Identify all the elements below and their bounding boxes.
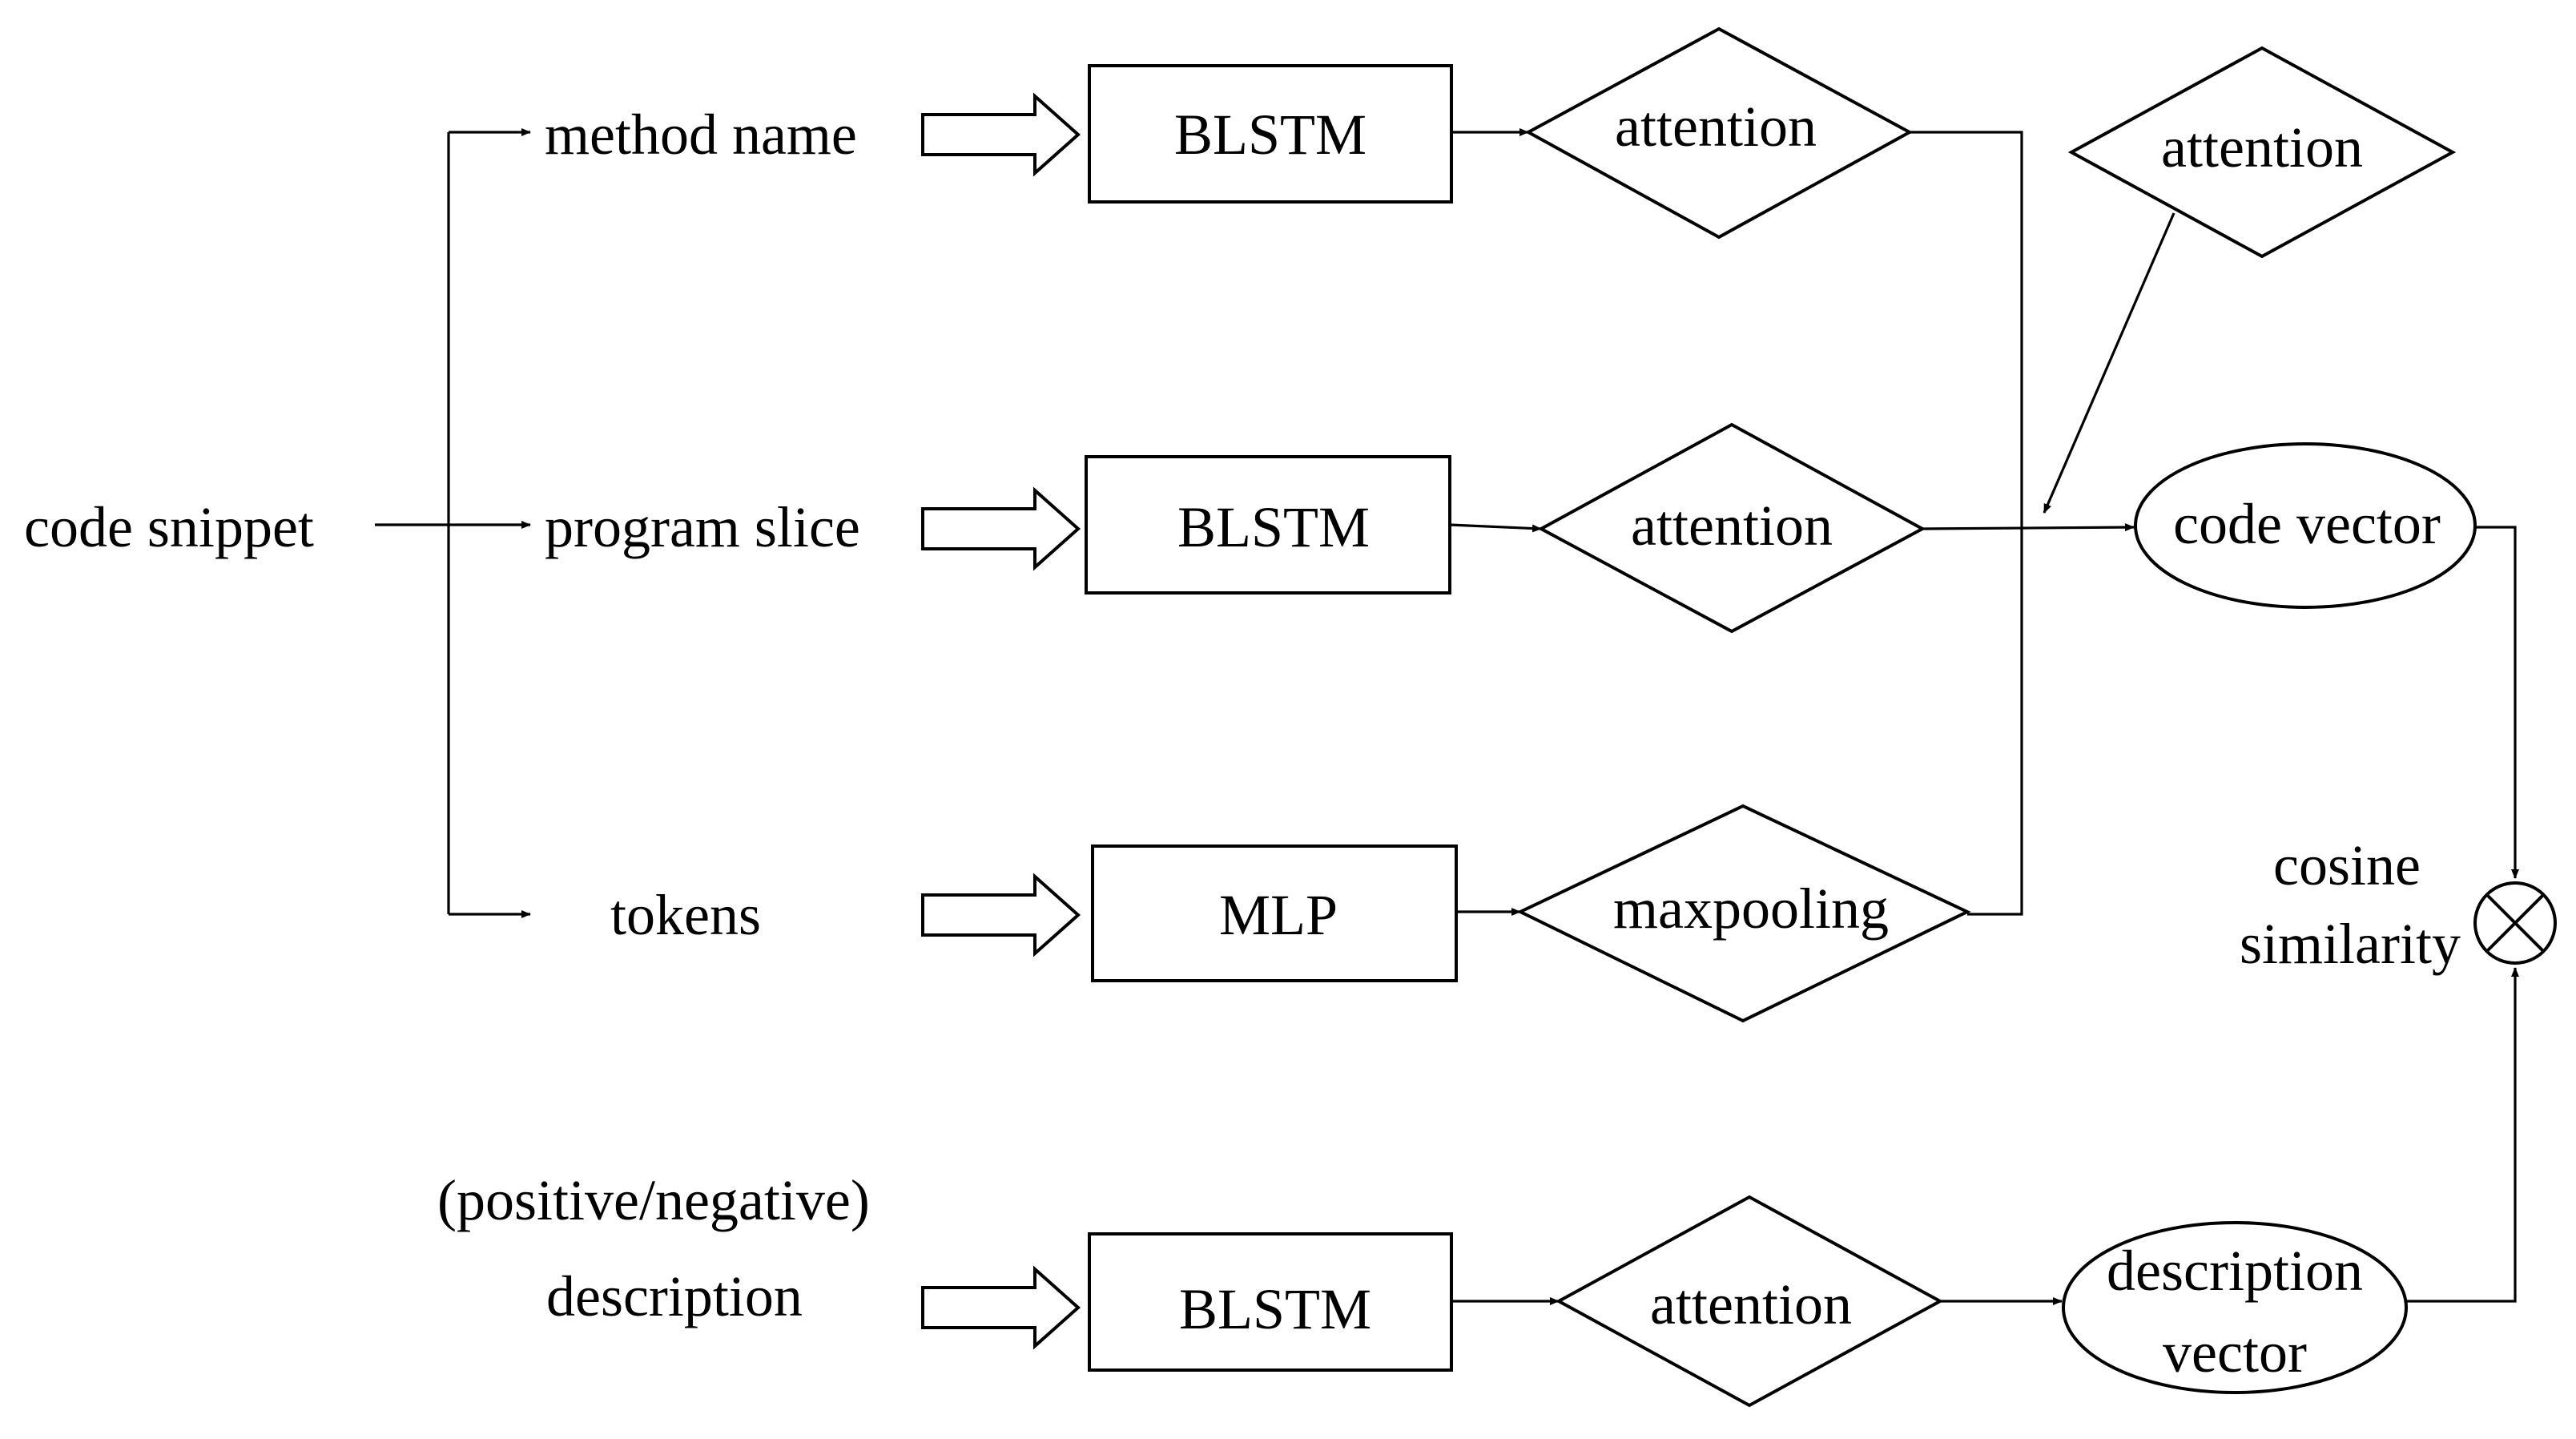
edge-attention1-to-bus	[1910, 131, 2023, 916]
attention-method-name-diamond	[1524, 26, 1914, 240]
attention-fusion-text: attention	[2161, 115, 2363, 179]
blstm-method-name-text: BLSTM	[1174, 103, 1366, 167]
edge-description-vector-to-cosine	[2406, 967, 2519, 1303]
blstm-description-text: BLSTM	[1179, 1277, 1371, 1341]
attention-program-slice-diamond	[1537, 422, 1926, 634]
vector-nodes	[2062, 442, 2557, 1394]
cosine-operator-icon	[2473, 881, 2557, 965]
block-arrow-method-name	[921, 92, 1081, 177]
cosine-similarity-label-line2: similarity	[2240, 912, 2461, 976]
code-snippet-label: code snippet	[24, 495, 314, 559]
description-vector-text-line2: vector	[2163, 1320, 2307, 1385]
blstm-description-box	[1088, 1232, 1453, 1372]
code-vector-ellipse	[2134, 442, 2477, 609]
block-arrow-program-slice	[921, 486, 1081, 571]
edge-fusion-attention-to-merge	[2043, 212, 2176, 514]
cosine-similarity-label-line1: cosine	[2273, 833, 2421, 897]
pooling-diamonds	[1516, 26, 2457, 1408]
maxpooling-tokens-diamond	[1516, 804, 1971, 1023]
program-slice-label: program slice	[545, 495, 860, 559]
edge-code-vector-to-cosine	[2475, 526, 2519, 879]
blstm-method-name-box	[1088, 64, 1453, 204]
tokens-label: tokens	[610, 883, 761, 947]
maxpooling-tokens-text: maxpooling	[1613, 877, 1889, 941]
block-arrow-tokens	[921, 873, 1081, 957]
attention-method-name-text: attention	[1615, 95, 1817, 159]
encoder-boxes	[1085, 64, 1458, 1372]
description-qualifier-label: (positive/negative)	[437, 1168, 870, 1232]
edges	[375, 128, 2519, 1305]
description-vector-text-line1: description	[2107, 1239, 2363, 1303]
edge-blstm2-to-attention2	[1449, 523, 1542, 533]
code-vector-text: code vector	[2173, 492, 2441, 556]
mlp-tokens-text: MLP	[1219, 883, 1338, 947]
attention-program-slice-text: attention	[1631, 494, 1833, 558]
mlp-tokens-box	[1091, 844, 1458, 982]
block-arrows	[921, 92, 1081, 1350]
blstm-program-slice-box	[1085, 455, 1451, 595]
description-label: description	[546, 1264, 803, 1328]
attention-description-diamond	[1555, 1195, 1944, 1408]
edge-attention2-to-code-vector	[1922, 523, 2135, 532]
method-name-label: method name	[545, 103, 857, 167]
attention-description-text: attention	[1650, 1272, 1852, 1336]
labels: code snippet method name program slice t…	[24, 95, 2461, 1385]
attention-fusion-diamond	[2067, 46, 2457, 259]
description-vector-ellipse	[2062, 1221, 2408, 1394]
blstm-program-slice-text: BLSTM	[1177, 495, 1370, 559]
block-arrow-description	[921, 1265, 1081, 1350]
